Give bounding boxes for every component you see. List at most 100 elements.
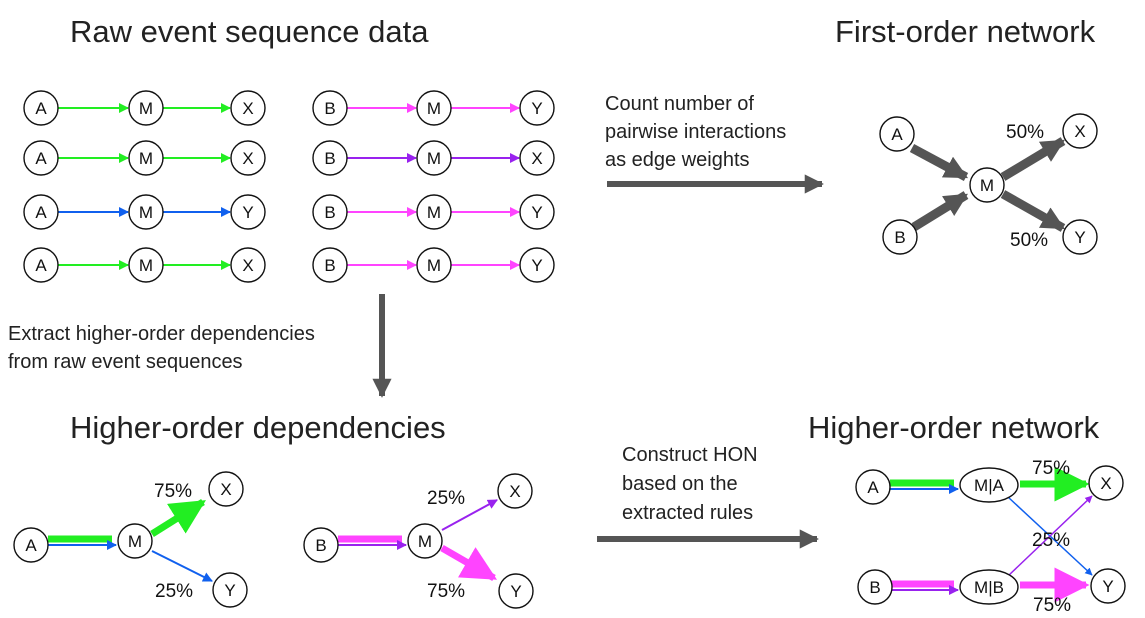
hon-node-b: B <box>857 569 893 605</box>
fo-node-b: B <box>882 219 918 255</box>
sequence-node: X <box>230 140 266 176</box>
sequence-node-label: Y <box>531 256 542 275</box>
sequence-node-label: B <box>324 149 335 168</box>
sequence-node-label: B <box>324 99 335 118</box>
hon-node-x: X <box>1088 465 1124 501</box>
dep-b-node-x: X <box>497 473 533 509</box>
dep-a-node-x: X <box>208 471 244 507</box>
sequence-node: Y <box>230 194 266 230</box>
sequence-node-label: X <box>242 256 253 275</box>
sequence-node: M <box>128 194 164 230</box>
sequence-node-label: B <box>324 256 335 275</box>
higher-deps-title: Higher-order dependencies <box>70 410 446 445</box>
sequence-node: M <box>416 140 452 176</box>
sequence-node: X <box>230 247 266 283</box>
svg-text:M: M <box>418 532 432 551</box>
svg-text:M: M <box>980 176 994 195</box>
sequence-node-label: M <box>427 149 441 168</box>
sequence-node: B <box>312 194 348 230</box>
svg-text:M|A: M|A <box>974 476 1005 495</box>
dep-a-node-y: Y <box>212 572 248 608</box>
sequence-node-label: M <box>427 203 441 222</box>
sequence-node-label: X <box>531 149 542 168</box>
sequence-node: X <box>519 140 555 176</box>
sequence-node-label: M <box>427 99 441 118</box>
svg-text:M: M <box>128 532 142 551</box>
sequence-node: M <box>416 247 452 283</box>
dep-b-node-y: Y <box>498 573 534 609</box>
svg-text:A: A <box>891 125 903 144</box>
svg-text:A: A <box>25 536 37 555</box>
dep-b-node-m: M <box>407 523 443 559</box>
sequence-node-label: M <box>139 203 153 222</box>
fo-edge-m-y <box>1000 190 1066 232</box>
hon-node-y: Y <box>1090 568 1126 604</box>
dep-b-edge-m-x <box>441 499 498 531</box>
sequence-node: Y <box>519 247 555 283</box>
first-order-network: A B M X Y 50% 50% <box>879 113 1098 255</box>
fo-edge-a-m <box>909 144 969 181</box>
sequence-node-label: M <box>139 99 153 118</box>
fo-edge-m-x <box>1000 137 1066 181</box>
hon-node-ma: M|A <box>959 467 1019 503</box>
fo-node-x: X <box>1062 113 1098 149</box>
fo-node-a: A <box>879 116 915 152</box>
svg-text:Y: Y <box>1074 228 1085 247</box>
svg-text:B: B <box>869 578 880 597</box>
hon-weight-cross: 25% <box>1032 530 1070 551</box>
sequence-node-label: M <box>139 149 153 168</box>
sequence-node: B <box>312 140 348 176</box>
sequence-node-label: A <box>35 256 47 275</box>
sequence-node: M <box>128 247 164 283</box>
svg-text:B: B <box>315 536 326 555</box>
sequence-node: Y <box>519 90 555 126</box>
dep-a-node-a: A <box>13 527 49 563</box>
sequence-node-label: B <box>324 203 335 222</box>
sequence-node-label: Y <box>242 203 253 222</box>
sequence-node: A <box>23 90 59 126</box>
fo-node-m: M <box>969 167 1005 203</box>
sequence-node: M <box>128 140 164 176</box>
sequence-node-label: Y <box>531 99 542 118</box>
svg-text:Y: Y <box>510 582 521 601</box>
sequence-node: B <box>312 247 348 283</box>
sequence-node-label: A <box>35 149 47 168</box>
sequence-node: A <box>23 247 59 283</box>
higher-net-title: Higher-order network <box>808 410 1100 445</box>
dependency-rule-b: B M X Y 25% 75% <box>303 473 534 609</box>
sequence-node-label: A <box>35 203 47 222</box>
count-description: Count number of pairwise interactions as… <box>605 93 792 171</box>
extract-description: Extract higher-order dependencies from r… <box>8 323 320 373</box>
first-order-title: First-order network <box>835 14 1096 49</box>
fo-weight-x: 50% <box>1006 122 1044 143</box>
sequence-node: B <box>312 90 348 126</box>
svg-text:A: A <box>867 478 879 497</box>
hon-weight-ma-x: 75% <box>1032 458 1070 479</box>
hon-edge-mb-x <box>1007 495 1093 577</box>
hon-node-a: A <box>855 469 891 505</box>
sequence-node-label: X <box>242 99 253 118</box>
hon-weight-mb-y: 75% <box>1033 595 1071 616</box>
sequence-node: A <box>23 194 59 230</box>
svg-text:X: X <box>1100 474 1111 493</box>
sequence-node-label: M <box>427 256 441 275</box>
sequence-node: Y <box>519 194 555 230</box>
dep-a-weight-y: 25% <box>155 581 193 602</box>
dep-a-edge-m-y <box>151 550 213 582</box>
svg-text:X: X <box>509 482 520 501</box>
sequence-node: M <box>416 194 452 230</box>
dep-b-node-b: B <box>303 527 339 563</box>
sequence-node-label: M <box>139 256 153 275</box>
sequence-node-label: A <box>35 99 47 118</box>
sequence-node-label: X <box>242 149 253 168</box>
hon-node-mb: M|B <box>959 569 1019 605</box>
dep-b-weight-x: 25% <box>427 488 465 509</box>
